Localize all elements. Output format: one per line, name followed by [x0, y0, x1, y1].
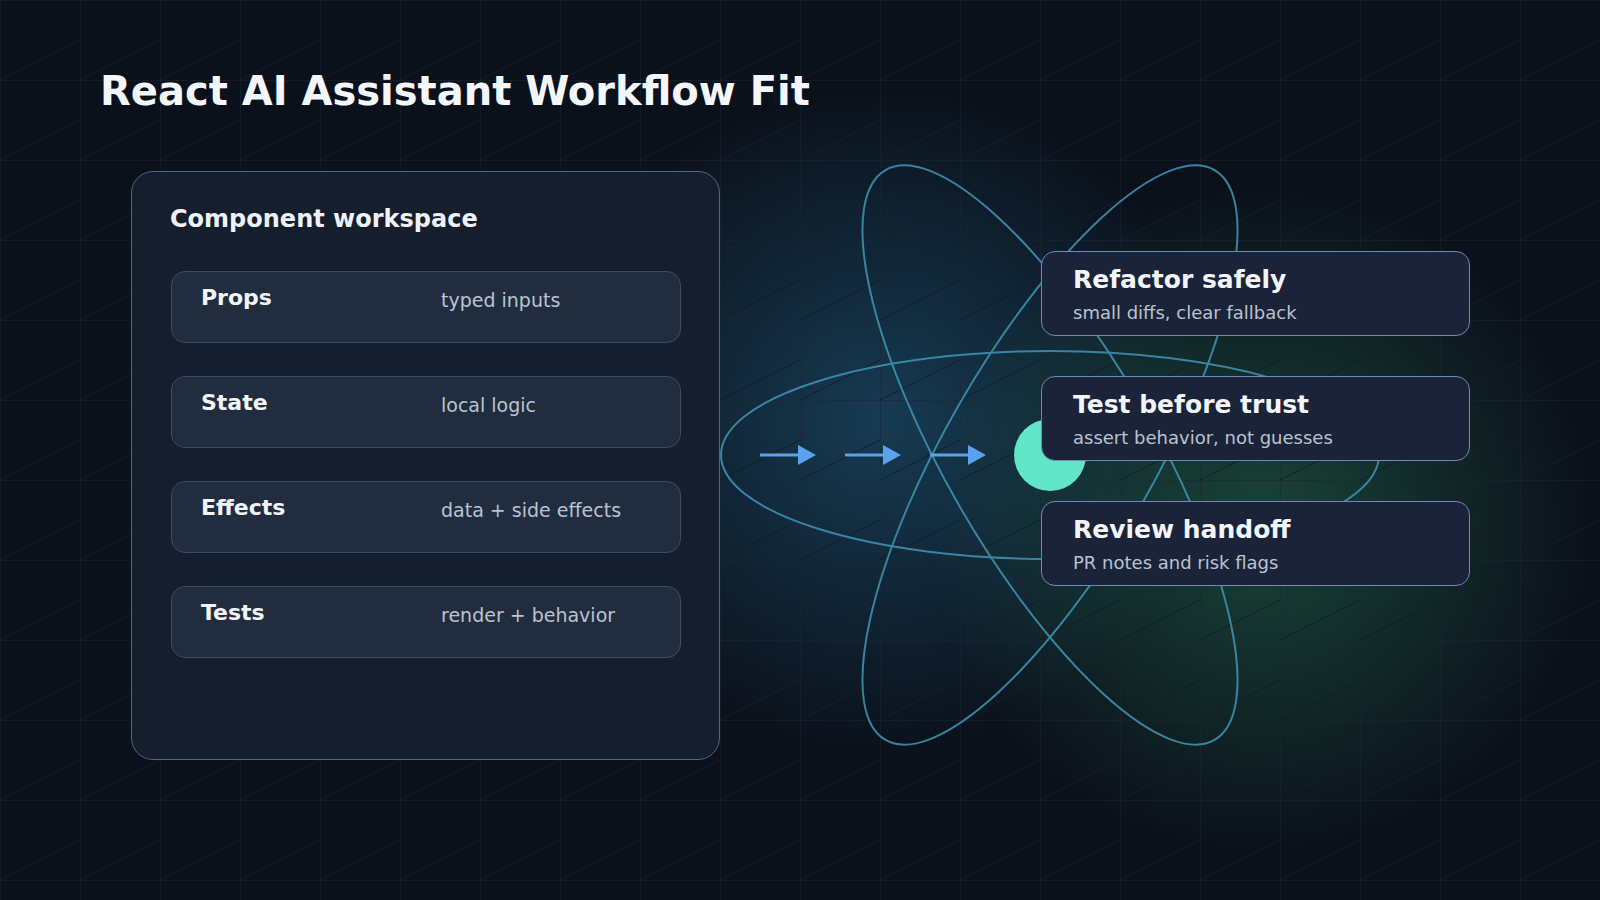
workspace-row: Tests render + behavior [171, 586, 681, 658]
workspace-row: Props typed inputs [171, 271, 681, 343]
node-detail: small diffs, clear fallback [1073, 302, 1297, 323]
workspace-row: Effects data + side effects [171, 481, 681, 553]
outcome-card: Test before trust assert behavior, not gu… [1041, 376, 1470, 461]
node-detail: PR notes and risk flags [1073, 552, 1278, 573]
node-heading: Component workspace [170, 205, 478, 233]
workspace-panel: Component workspaceProps typed inputsStat… [131, 171, 720, 760]
node-detail: local logic [441, 394, 536, 416]
outcome-card: Refactor safely small diffs, clear fallba… [1041, 251, 1470, 336]
outcome-card: Review handoff PR notes and risk flags [1041, 501, 1470, 586]
workspace-row: State local logic [171, 376, 681, 448]
node-heading: Review handoff [1073, 515, 1291, 544]
node-heading: Tests [201, 600, 265, 625]
node-heading: State [201, 390, 268, 415]
node-detail: typed inputs [441, 289, 560, 311]
node-detail: data + side effects [441, 499, 621, 521]
node-heading: Test before trust [1073, 390, 1309, 419]
diagram-title: React AI Assistant Workflow Fit [100, 68, 810, 114]
node-detail: render + behavior [441, 604, 615, 626]
node-heading: Effects [201, 495, 285, 520]
node-heading: Props [201, 285, 272, 310]
node-heading: Refactor safely [1073, 265, 1286, 294]
node-detail: assert behavior, not guesses [1073, 427, 1333, 448]
